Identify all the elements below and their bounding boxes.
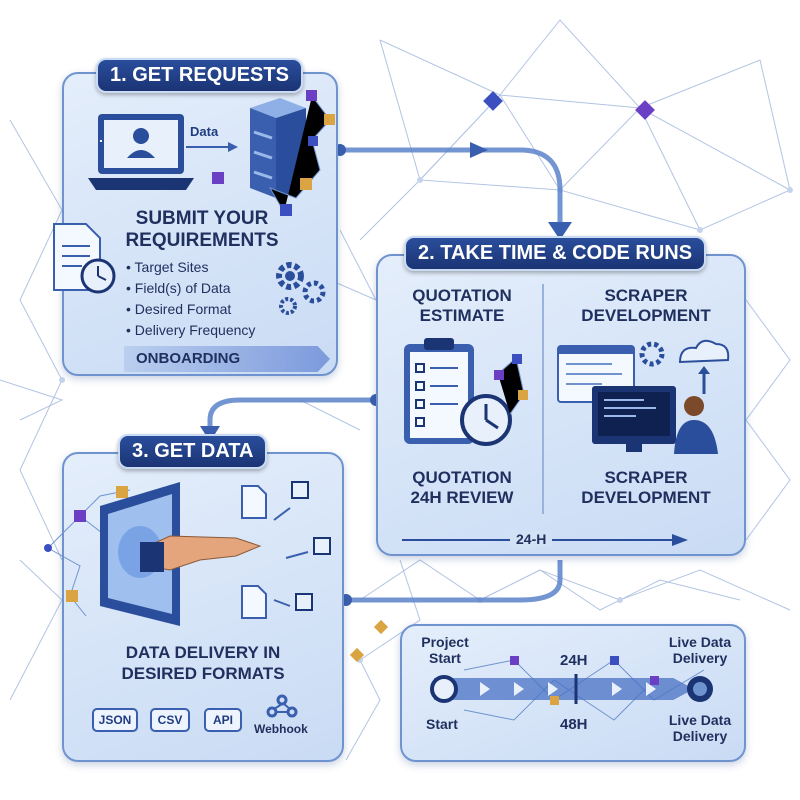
step3-title: 3. GET DATA (118, 434, 268, 469)
requirements-list: • Target Sites • Field(s) of Data • Desi… (126, 257, 255, 341)
project-start-line2: Start (429, 650, 461, 666)
scraper-development-heading: SCRAPER DEVELOPMENT (556, 286, 736, 326)
developer-workstation-icon (557, 339, 730, 454)
step2-title: 2. TAKE TIME & CODE RUNS (404, 236, 707, 271)
timeline-48h-mark: 48H (560, 716, 588, 733)
scraper-development-bottom-heading: SCRAPER DEVELOPMENT (556, 468, 736, 508)
scraper-development-line1: SCRAPER (604, 286, 688, 305)
data-cubes-icon (212, 90, 335, 216)
webhook-icon (266, 694, 298, 718)
live-delivery-top-line2: Delivery (672, 650, 728, 666)
gears-icon (276, 262, 326, 315)
format-api-badge: API (204, 708, 242, 732)
delivery-caption: DATA DELIVERY IN DESIRED FORMATS (72, 642, 334, 684)
live-delivery-bottom-label: Live Data Delivery (660, 712, 740, 744)
quotation-estimate-line1: QUOTATION (412, 286, 512, 305)
data-delivery-screen-icon (44, 482, 262, 626)
webhook-label: Webhook (254, 722, 308, 736)
delivery-caption-line2: DESIRED FORMATS (121, 664, 285, 683)
delivery-caption-line1: DATA DELIVERY IN (125, 643, 281, 662)
delivery-timeline-graphic (430, 656, 713, 721)
step1-title: 1. GET REQUESTS (96, 58, 303, 93)
timeline-24h-label: 24-H (510, 531, 553, 547)
live-delivery-bottom-line1: Live Data (668, 712, 732, 728)
column-divider (542, 284, 544, 514)
requirements-heading-line1: SUBMIT YOUR (135, 208, 269, 229)
scraper-development-bottom-line1: SCRAPER (604, 468, 688, 487)
document-clock-icon (53, 223, 116, 294)
requirements-heading: SUBMIT YOUR REQUIREMENTS (96, 208, 308, 252)
requirement-item: • Target Sites (126, 259, 209, 275)
clipboard-clock-icon (404, 338, 528, 446)
scraper-development-line2: DEVELOPMENT (581, 306, 711, 325)
quotation-review-heading: QUOTATION 24H REVIEW (392, 468, 532, 508)
scraper-development-bottom-line2: DEVELOPMENT (581, 488, 711, 507)
timeline-24h-mark: 24H (560, 652, 588, 669)
live-delivery-top-label: Live Data Delivery (660, 634, 740, 666)
requirement-item: • Desired Format (126, 301, 232, 317)
requirement-item: • Field(s) of Data (126, 280, 231, 296)
project-start-label: Project Start (410, 634, 480, 666)
requirements-heading-line2: REQUIREMENTS (125, 230, 279, 251)
quotation-review-line2: 24H REVIEW (410, 488, 514, 507)
output-files-icon (241, 481, 331, 619)
quotation-review-line1: QUOTATION (412, 468, 512, 487)
live-delivery-top-line1: Live Data (668, 634, 732, 650)
quotation-estimate-line2: ESTIMATE (419, 306, 505, 325)
quotation-estimate-heading: QUOTATION ESTIMATE (392, 286, 532, 326)
live-delivery-bottom-line2: Delivery (672, 728, 728, 744)
laptop-icon (88, 114, 194, 190)
requirement-item: • Delivery Frequency (126, 322, 256, 338)
data-arrow-label: Data (190, 124, 219, 139)
format-csv-badge: CSV (150, 708, 190, 732)
start-label: Start (426, 716, 458, 732)
onboarding-label: ONBOARDING (136, 350, 241, 367)
project-start-line1: Project (421, 634, 469, 650)
onboarding-bar (124, 346, 330, 372)
data-arrow-icon (186, 142, 238, 152)
format-json-badge: JSON (92, 708, 138, 732)
